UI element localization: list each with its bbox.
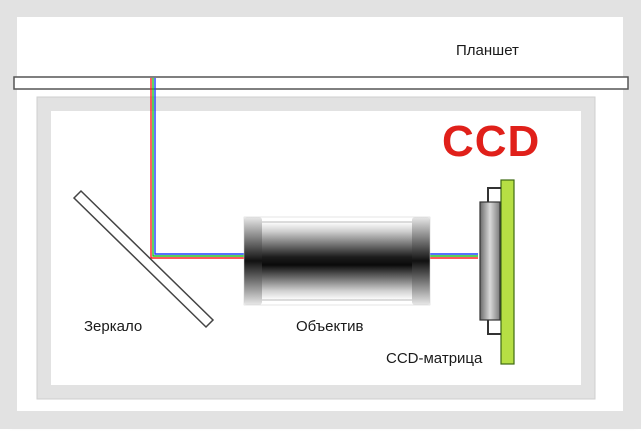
label-ccd-title: CCD	[442, 117, 541, 166]
flatbed-glass-icon	[13, 76, 629, 90]
mirror-icon	[72, 189, 215, 329]
label-lens: Объектив	[296, 318, 364, 335]
label-mirror: Зеркало	[84, 318, 143, 335]
lens-icon	[243, 216, 431, 306]
ccd-sensor-icon	[479, 179, 515, 365]
label-tablet: Планшет	[456, 42, 519, 59]
label-ccd-matrix: CCD-матрица	[386, 350, 483, 367]
light-beam-icon	[150, 78, 478, 259]
